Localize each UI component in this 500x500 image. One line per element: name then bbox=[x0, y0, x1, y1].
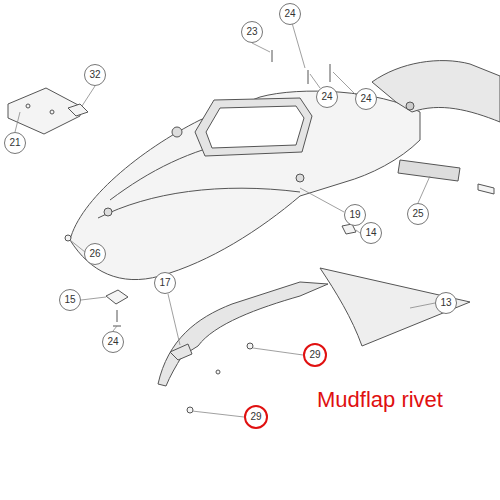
rivet bbox=[247, 343, 253, 349]
window-inner bbox=[206, 106, 304, 148]
callout-number: 32 bbox=[84, 64, 106, 86]
window-recess bbox=[195, 98, 312, 156]
mudflap bbox=[158, 282, 328, 386]
side-panel bbox=[320, 268, 470, 346]
bracket bbox=[8, 88, 80, 134]
panel-edge bbox=[98, 188, 300, 218]
screw bbox=[308, 64, 330, 84]
callout-number: 24 bbox=[316, 86, 338, 108]
rear-fender bbox=[372, 61, 500, 122]
callout-number: 23 bbox=[241, 21, 263, 43]
callout-number: 13 bbox=[435, 292, 457, 314]
callout-number: 15 bbox=[59, 289, 81, 311]
callout-number: 17 bbox=[154, 272, 176, 294]
clip-nut bbox=[68, 104, 88, 116]
rivet bbox=[187, 407, 193, 413]
screw bbox=[113, 310, 121, 326]
callout-number: 29 bbox=[303, 343, 327, 367]
note-text: Mudflap rivet bbox=[315, 387, 445, 413]
callout-number: 21 bbox=[4, 132, 26, 154]
mudflap-hook bbox=[170, 344, 192, 360]
leader-lines bbox=[15, 16, 435, 417]
screw bbox=[272, 50, 273, 62]
callout-number: 24 bbox=[279, 3, 301, 25]
callout-number: 29 bbox=[244, 405, 268, 429]
callout-number: 14 bbox=[360, 222, 382, 244]
side-body bbox=[70, 91, 420, 279]
plate bbox=[106, 290, 128, 304]
callout-number: 26 bbox=[84, 243, 106, 265]
callout-number: 24 bbox=[355, 88, 377, 110]
callout-number: 24 bbox=[102, 331, 124, 353]
callout-number: 19 bbox=[344, 204, 366, 226]
callout-number: 25 bbox=[407, 203, 429, 225]
pin bbox=[478, 184, 494, 194]
